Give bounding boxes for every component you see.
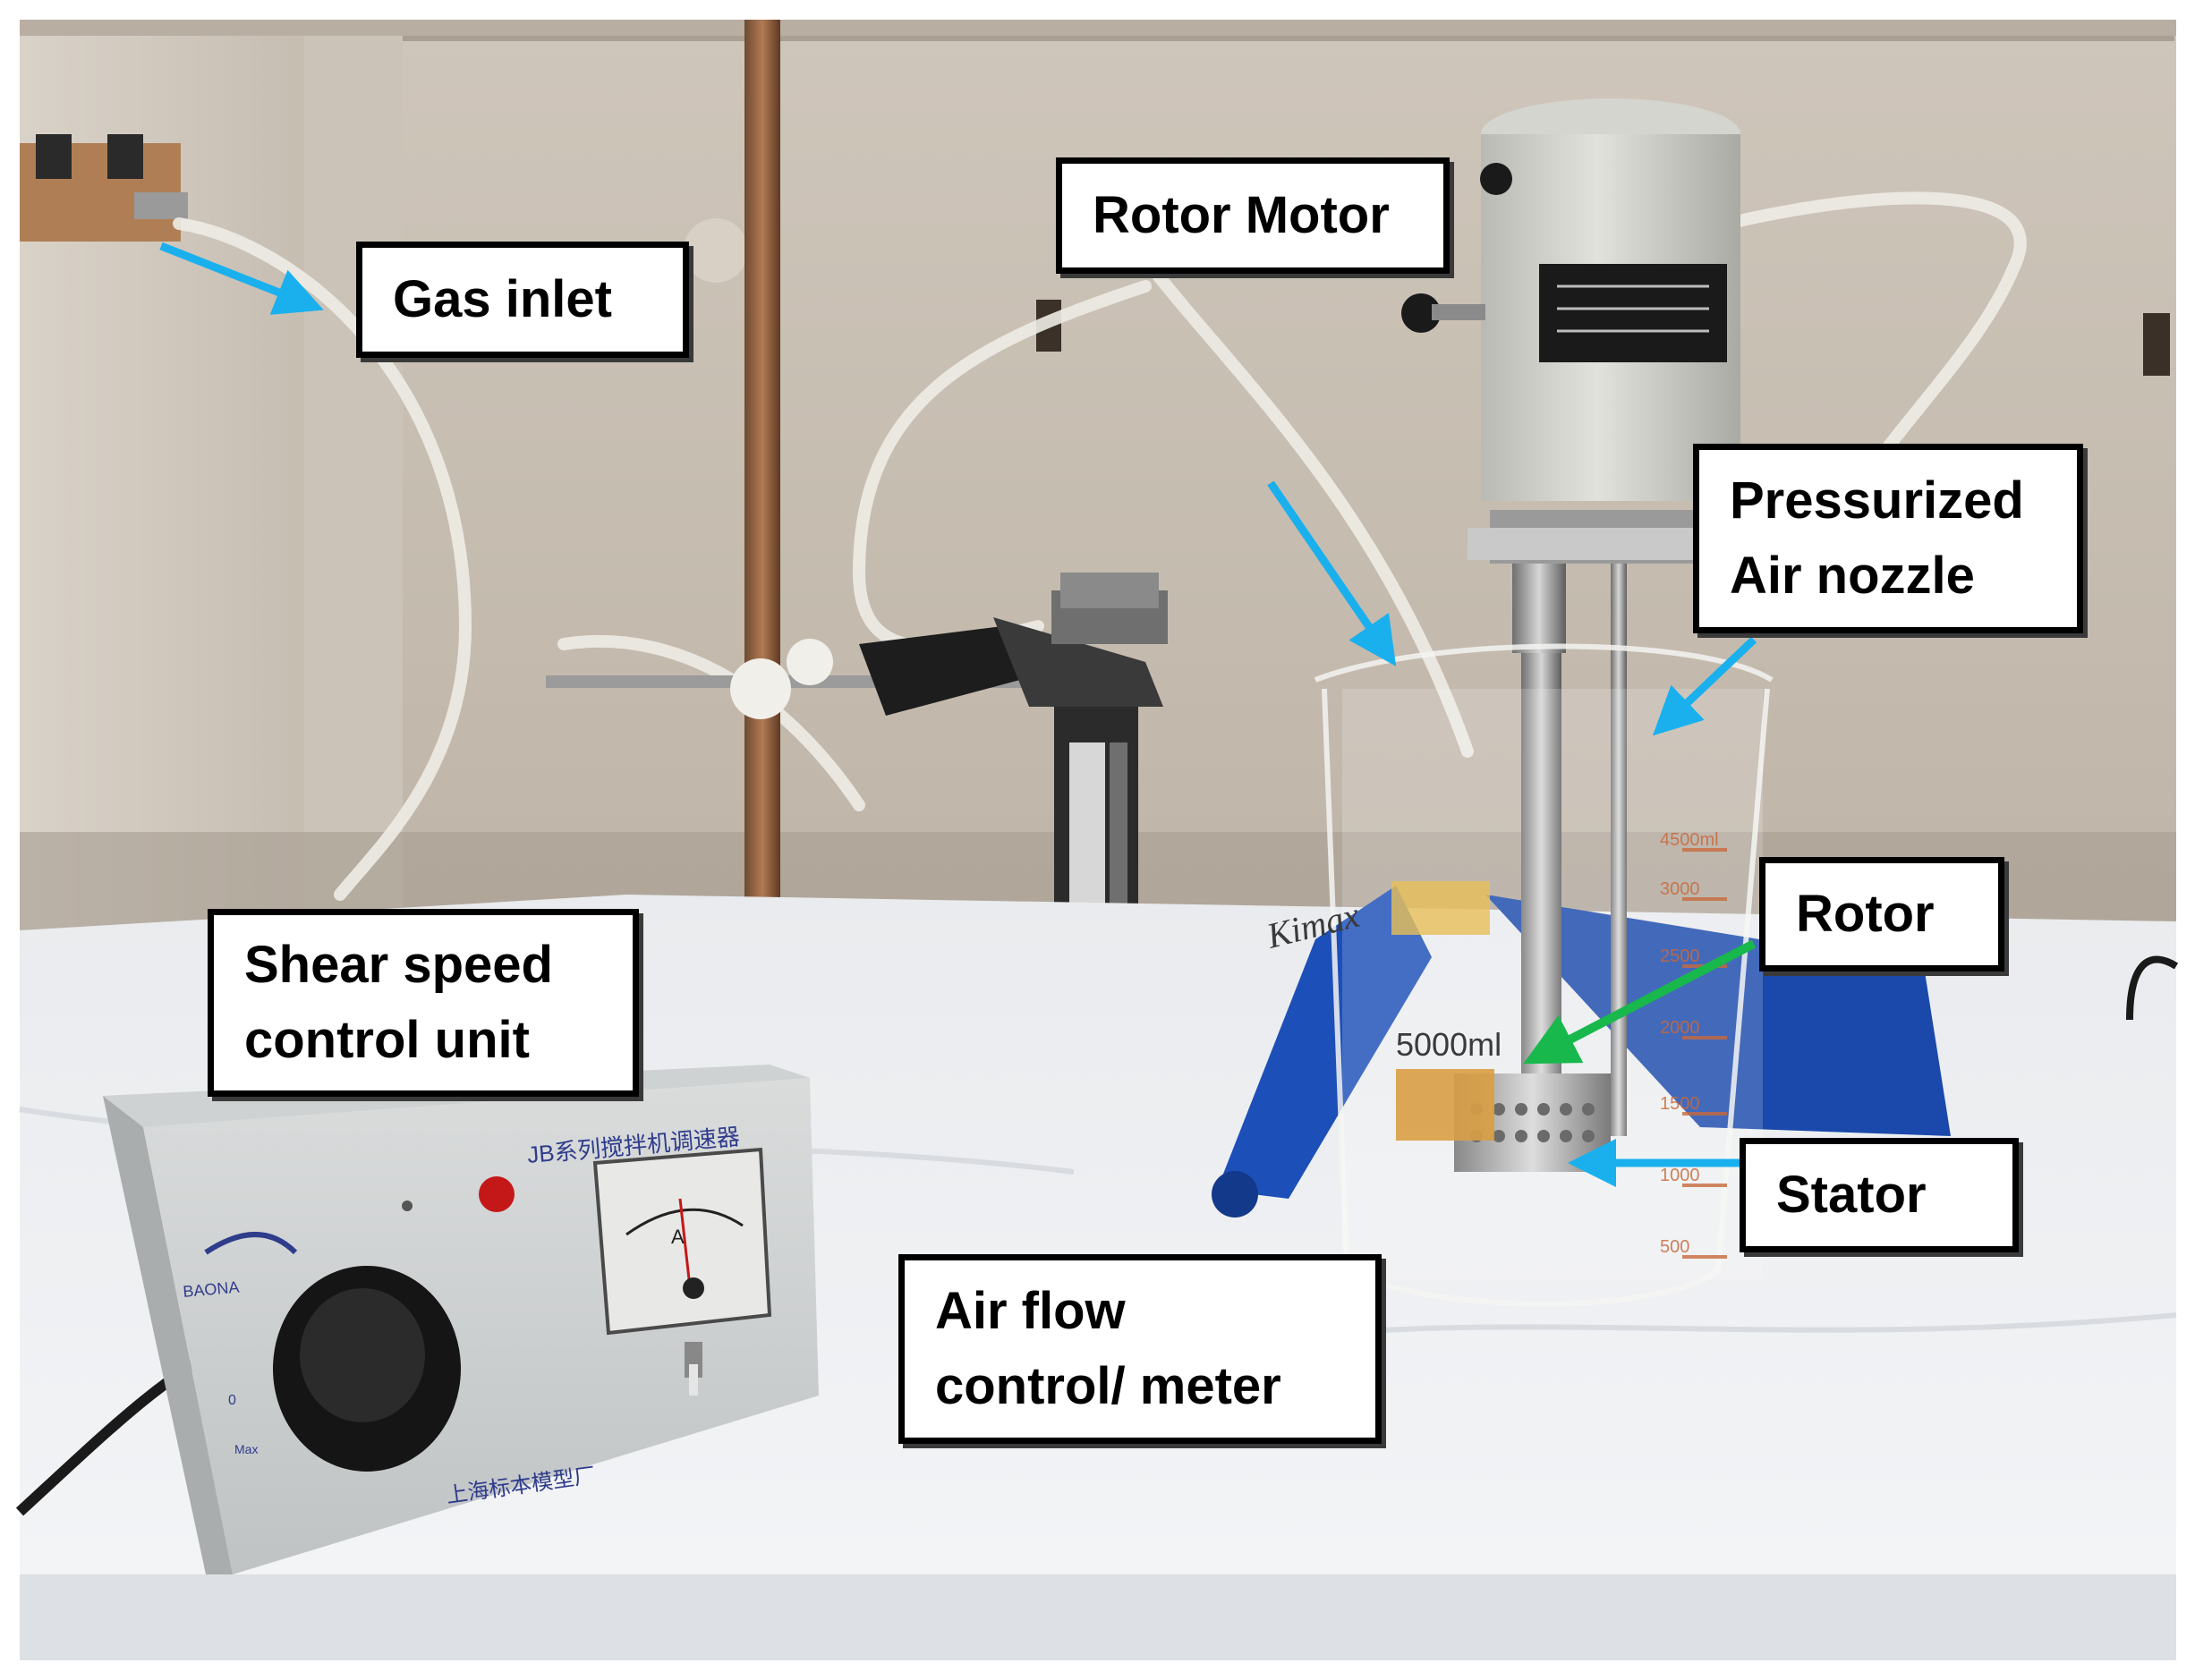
gas-inlet-label: Gas inlet bbox=[356, 242, 689, 358]
beaker-mark-3000: 3000 bbox=[1660, 879, 1700, 899]
stator-label: Stator bbox=[1740, 1138, 2019, 1252]
gas-inlet-text: Gas inlet bbox=[393, 270, 612, 328]
air-flow-control-meter-label: Air flow control/ meter bbox=[898, 1254, 1382, 1444]
rotor-text: Rotor bbox=[1796, 885, 1935, 943]
rotor-motor-text: Rotor Motor bbox=[1093, 186, 1390, 244]
pressurized-air-nozzle-label: Pressurized Air nozzle bbox=[1693, 444, 2083, 633]
stator-text: Stator bbox=[1776, 1166, 1927, 1224]
rotor-label: Rotor bbox=[1759, 857, 2004, 972]
shear-speed-control-unit-label: Shear speed control unit bbox=[208, 909, 639, 1097]
beaker-capacity: 5000ml bbox=[1396, 1026, 1502, 1063]
dial-max-label: Max bbox=[234, 1442, 258, 1456]
dial-min-label: 0 bbox=[228, 1393, 236, 1408]
beaker-mark-1000: 1000 bbox=[1660, 1166, 1700, 1185]
meter-unit: A bbox=[671, 1226, 685, 1248]
pressurized-air-nozzle-line1: Pressurized bbox=[1730, 471, 2024, 530]
beaker-mark-2000: 2000 bbox=[1660, 1018, 1700, 1038]
air-flow-line2: control/ meter bbox=[935, 1357, 1281, 1415]
shear-speed-line2: control unit bbox=[244, 1011, 530, 1069]
rotor-motor-label: Rotor Motor bbox=[1056, 157, 1450, 274]
beaker-mark-2500: 2500 bbox=[1660, 946, 1700, 966]
air-flow-line1: Air flow bbox=[935, 1282, 1126, 1340]
shear-speed-line1: Shear speed bbox=[244, 936, 553, 994]
beaker-mark-500: 500 bbox=[1660, 1237, 1689, 1257]
beaker-mark-4500: 4500ml bbox=[1660, 830, 1719, 850]
pressurized-air-nozzle-line2: Air nozzle bbox=[1730, 547, 1975, 605]
beaker-mark-1500: 1500 bbox=[1660, 1094, 1700, 1114]
